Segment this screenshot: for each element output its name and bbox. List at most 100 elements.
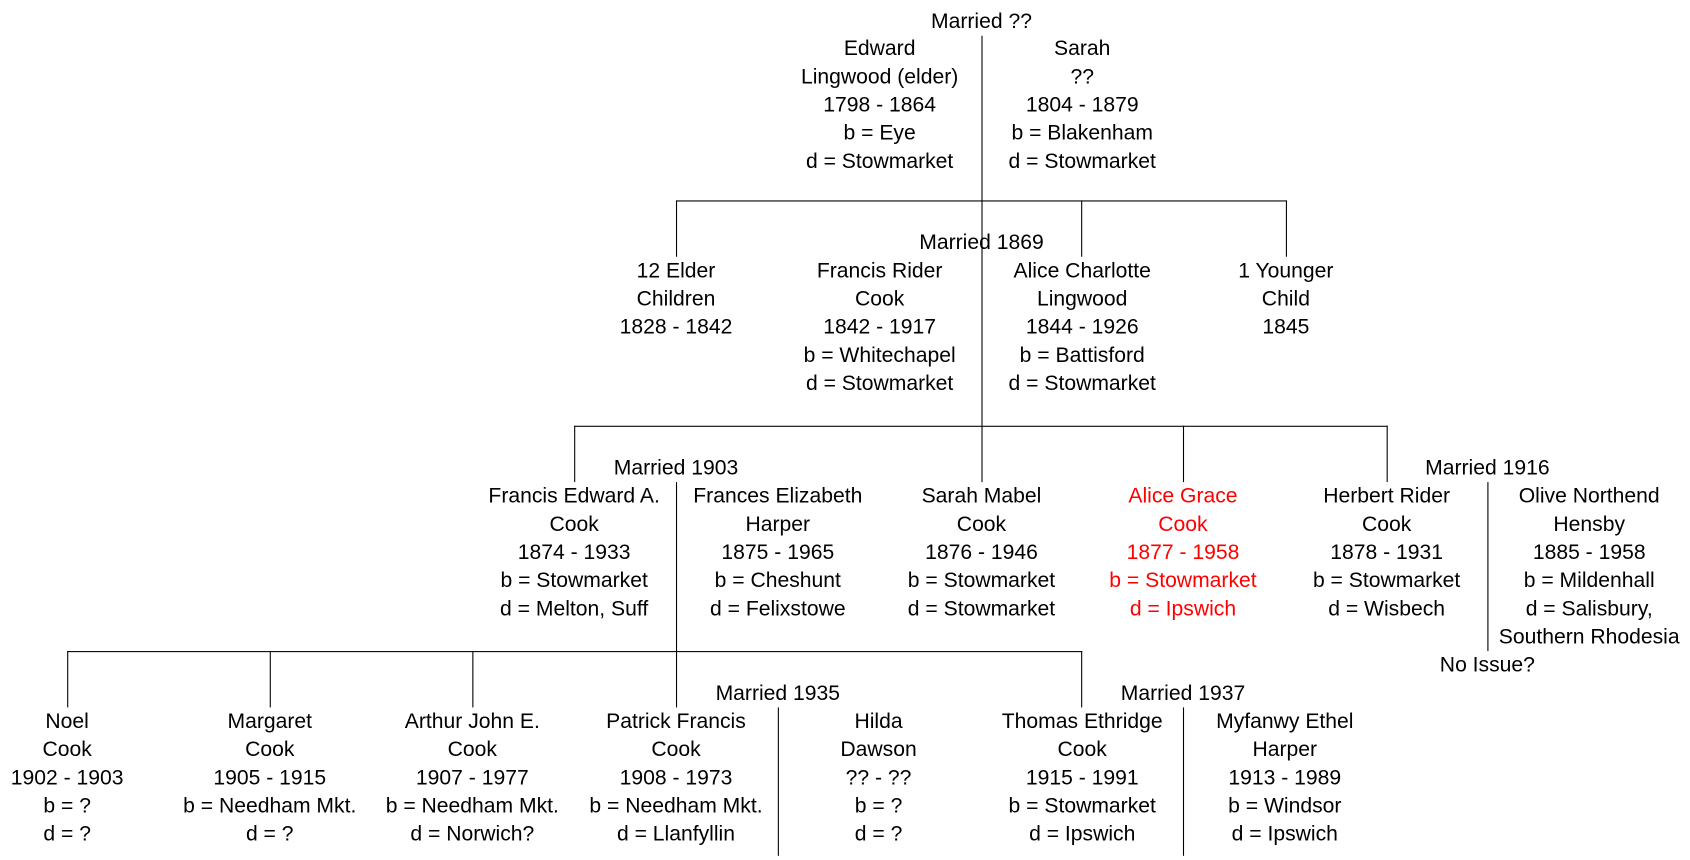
marriage-label: Married 1935 [715,681,841,706]
person-line: Alice Grace [1128,484,1238,509]
connector [472,651,474,708]
person-line: b = Needham Mkt. [183,794,357,818]
person-line: 1842 - 1917 [823,315,937,340]
connector [981,425,983,483]
person-line: Harper [745,512,811,537]
person-line: d = ? [43,822,91,847]
person-line: d = Ipswich [1231,822,1338,847]
person-line: Lingwood (elder) [800,64,959,89]
connector [67,651,1083,653]
person-line: Cook [1361,512,1412,537]
marriage-label: Married 1903 [613,456,739,480]
connector [67,651,69,708]
person-line: d = Stowmarket [1008,371,1156,396]
person-line: Dawson [840,737,917,762]
connector [675,200,1287,202]
person-line: d = ? [854,822,903,847]
person-line: b = Stowmarket [1008,794,1156,818]
connector [269,651,271,708]
person-line: Cook [42,737,92,762]
person-line: 1877 - 1958 [1126,540,1240,565]
person-line: ?? [1070,64,1094,89]
person-line: Alice Charlotte [1013,258,1151,283]
person-line: b = Stowmarket [500,568,648,593]
no-issue-label: No Issue? [1439,653,1535,678]
person-line: Margaret [227,709,313,734]
person-line: Child [1261,287,1310,311]
person-line: Cook [651,737,701,762]
person-line: Hensby [1553,512,1626,537]
person-line: Children [636,287,716,311]
person-line: 1798 - 1864 [823,93,937,117]
person-line: Myfanwy Ethel [1216,709,1354,734]
person-line: Cook [1158,512,1208,537]
person-line: Cook [549,512,599,537]
person-line: Herbert Rider [1323,484,1451,509]
person-line: 1876 - 1946 [925,540,1038,565]
person-line: 1844 - 1926 [1025,315,1139,340]
connector [675,200,678,257]
person-line: ?? - ?? [845,765,912,790]
marriage-label: Married ?? [930,9,1032,34]
person-line: Francis Edward A. [488,484,660,509]
connector [1386,425,1388,483]
person-line: Olive Northend [1518,484,1660,509]
person-line: b = Windsor [1228,794,1342,818]
person-line: 12 Elder [636,258,716,283]
person-line: 1902 - 1903 [10,765,124,790]
person-line: 1 Younger [1238,258,1334,283]
connector [574,425,1388,427]
person-line: d = Stowmarket [907,596,1056,621]
person-line: b = Blakenham [1011,121,1153,146]
person-line: b = Stowmarket [1109,568,1257,593]
person-line: 1828 - 1842 [619,315,733,340]
connector [1081,651,1083,708]
person-line: Noel [45,709,89,734]
person-line: 1907 - 1977 [415,765,529,790]
connector [574,425,576,483]
person-line: d = Stowmarket [1008,149,1156,174]
connector [1081,200,1083,257]
person-line: Frances Elizabeth [693,484,863,509]
person-line: b = Stowmarket [907,568,1056,593]
person-line: Sarah [1054,36,1111,61]
connector [981,35,983,426]
person-line: Cook [854,287,905,311]
person-line: b = ? [854,794,903,818]
connector [1182,425,1185,483]
person-line: 1915 - 1991 [1025,765,1139,790]
person-line: b = Cheshunt [714,568,841,593]
person-line: 1885 - 1958 [1532,540,1646,565]
person-line: b = Stowmarket [1312,568,1461,593]
person-line: Thomas Ethridge [1001,709,1163,734]
person-line: Cook [1057,737,1107,762]
person-line: 1845 [1262,315,1310,340]
person-line: Arthur John E. [404,709,540,734]
person-line: 1875 - 1965 [721,540,835,565]
person-line: 1913 - 1989 [1228,765,1342,790]
person-line: d = Melton, Suff [500,596,649,621]
person-line: Edward [843,36,916,61]
person-line: Cook [447,737,497,762]
person-line: b = Whitechapel [803,343,956,368]
person-line: b = Battisford [1019,343,1145,368]
person-line: d = Salisbury, [1525,596,1653,621]
person-line: b = Mildenhall [1523,568,1655,593]
person-line: Southern Rhodesia [1498,625,1680,649]
